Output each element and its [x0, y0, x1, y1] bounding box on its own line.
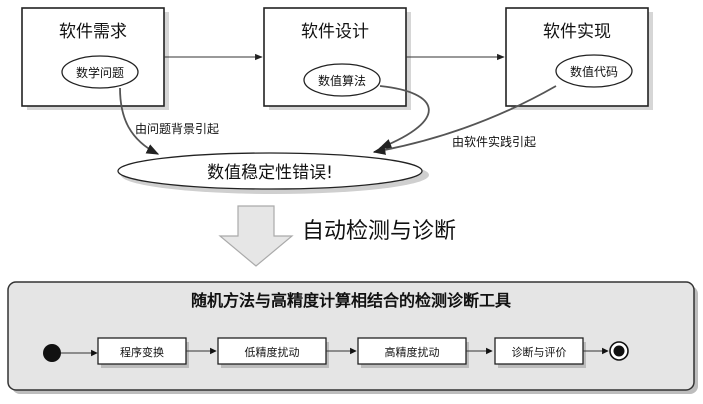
step-box: [357, 337, 467, 365]
box-title: 软件设计: [301, 22, 369, 42]
end-node-icon: [609, 341, 629, 361]
arrow-problem-to-error: [119, 87, 160, 155]
arrow-implementation-to-error: [372, 85, 557, 155]
box-title: 软件实现: [543, 22, 611, 42]
tool-panel: 随机方法与高精度计算相结合的检测诊断工具 程序变换 低精度扰动 高精度扰动 诊断…: [7, 281, 698, 394]
inner-ellipse-label: 数值代码: [570, 64, 618, 79]
box-software-requirements: 软件需求 数学问题: [21, 7, 169, 110]
step-diagnose-evaluate: 诊断与评价: [512, 345, 567, 359]
inner-ellipse-label: 数值算法: [318, 73, 366, 88]
step-box: [97, 337, 187, 365]
label-problem-background: 由问题背景引起: [135, 122, 219, 136]
arrow-design-to-error: [378, 85, 430, 149]
big-down-arrow-icon: [218, 205, 294, 267]
start-node-icon: [43, 344, 61, 362]
box-software-implementation: 软件实现 数值代码: [505, 7, 653, 110]
auto-detect-label: 自动检测与诊断: [302, 219, 456, 244]
step-program-transform: 程序变换: [120, 345, 164, 359]
box-title: 软件需求: [59, 22, 127, 42]
error-ellipse: 数值稳定性错误!: [117, 152, 429, 194]
step-low-precision: 低精度扰动: [245, 345, 300, 359]
step-high-precision: 高精度扰动: [385, 345, 440, 359]
box-software-design: 软件设计 数值算法: [263, 7, 411, 110]
tool-panel-title: 随机方法与高精度计算相结合的检测诊断工具: [191, 291, 511, 310]
label-software-practice: 由软件实践引起: [452, 134, 536, 149]
inner-ellipse-label: 数学问题: [76, 65, 124, 80]
error-ellipse-label: 数值稳定性错误!: [207, 163, 333, 183]
